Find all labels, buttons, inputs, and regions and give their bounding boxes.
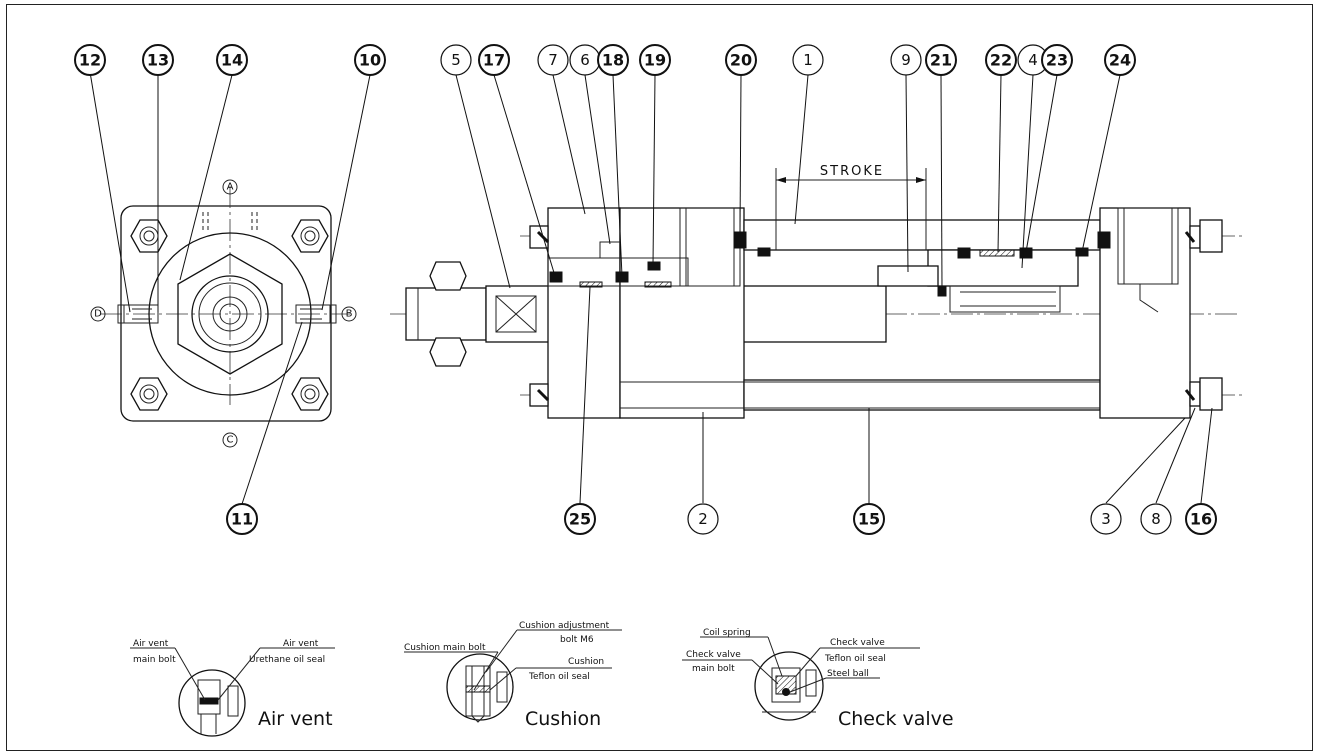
coil-spring-label: Coil spring: [703, 628, 751, 638]
svg-text:1: 1: [803, 51, 813, 69]
svg-text:6: 6: [580, 51, 590, 69]
svg-text:B: B: [346, 309, 353, 320]
svg-text:15: 15: [858, 510, 880, 529]
balloon-10: 10: [354, 44, 386, 76]
tie-rod-nut-tr: [291, 219, 329, 253]
leaders: [89, 71, 1213, 505]
svg-text:20: 20: [730, 51, 752, 70]
svg-text:3: 3: [1101, 510, 1111, 528]
balloon-21: 21: [925, 44, 957, 76]
svg-text:7: 7: [548, 51, 558, 69]
head-cover: [547, 207, 621, 419]
check-valve-title: Check valve: [838, 708, 954, 730]
svg-text:4: 4: [1028, 51, 1038, 69]
balloon-9: 9: [890, 44, 922, 76]
balloon-11: 11: [226, 503, 258, 535]
port-label-b: B: [341, 306, 357, 322]
svg-text:2: 2: [698, 510, 708, 528]
rod-end-fitting: [405, 287, 487, 341]
end-view: A B C D: [90, 179, 357, 448]
port-label-a: A: [222, 179, 238, 195]
cylinder-tube: [743, 219, 1101, 251]
svg-text:8: 8: [1151, 510, 1161, 528]
svg-text:11: 11: [231, 510, 253, 529]
svg-text:9: 9: [901, 51, 911, 69]
balloon-12: 12: [74, 44, 106, 76]
tie-rod-nut-bl: [130, 377, 168, 411]
drawing-frame: [6, 4, 1313, 751]
balloon-19: 19: [639, 44, 671, 76]
check-valve-main-label-2: main bolt: [692, 664, 735, 674]
balloon-5: 5: [440, 44, 472, 76]
piston: [927, 249, 1079, 287]
balloon-8: 8: [1140, 503, 1172, 535]
svg-text:D: D: [94, 309, 102, 320]
side-valve-right: [295, 304, 337, 324]
cushion-adjust-label-2: bolt M6: [560, 635, 594, 645]
balloon-16: 16: [1185, 503, 1217, 535]
balloon-14: 14: [216, 44, 248, 76]
detail-air-vent: Air vent main bolt Air vent Urethane oil…: [130, 639, 335, 737]
balloon-23: 23: [1041, 44, 1073, 76]
balloon-6: 6: [569, 44, 601, 76]
detail-check-valve: Coil spring Check valve main bolt Check …: [682, 628, 954, 730]
air-vent-label-right-1: Air vent: [283, 639, 319, 649]
tie-rod-nut-br: [291, 377, 329, 411]
balloon-25: 25: [564, 503, 596, 535]
balloon-15: 15: [853, 503, 885, 535]
balloon-2: 2: [687, 503, 719, 535]
svg-text:16: 16: [1190, 510, 1212, 529]
balloon-17: 17: [478, 44, 510, 76]
air-vent-label-right-2: Urethane oil seal: [249, 655, 325, 665]
check-valve-main-label-1: Check valve: [686, 650, 741, 660]
stroke-label: STROKE: [820, 164, 884, 179]
cushion-main-bolt-label: Cushion main bolt: [404, 643, 486, 653]
svg-text:22: 22: [990, 51, 1012, 70]
balloon-24: 24: [1104, 44, 1136, 76]
steel-ball-label: Steel ball: [827, 669, 869, 679]
svg-text:21: 21: [930, 51, 952, 70]
svg-text:19: 19: [644, 51, 666, 70]
air-vent-label-left-1: Air vent: [133, 639, 169, 649]
port-label-c: C: [222, 432, 238, 448]
port-label-d: D: [90, 306, 106, 322]
cushion-seal-label-1: Cushion: [568, 657, 604, 667]
svg-text:23: 23: [1046, 51, 1068, 70]
balloon-1: 1: [792, 44, 824, 76]
balloon-22: 22: [985, 44, 1017, 76]
balloon-7: 7: [537, 44, 569, 76]
svg-text:13: 13: [147, 51, 169, 70]
svg-text:5: 5: [451, 51, 461, 69]
svg-text:12: 12: [79, 51, 101, 70]
tie-rod-nut-tl: [130, 219, 168, 253]
cushion-title: Cushion: [525, 708, 601, 730]
svg-text:25: 25: [569, 510, 591, 529]
side-valve-left: [117, 304, 159, 324]
air-vent-title: Air vent: [258, 708, 333, 730]
svg-text:10: 10: [359, 51, 381, 70]
svg-text:C: C: [227, 435, 234, 446]
air-vent-label-left-2: main bolt: [133, 655, 176, 665]
cushion-seal-label-2: Teflon oil seal: [528, 672, 590, 682]
detail-cushion: Cushion main bolt Cushion adjustment bol…: [404, 621, 622, 730]
svg-text:A: A: [227, 182, 234, 193]
balloon-18: 18: [597, 44, 629, 76]
side-section-view: STROKE: [390, 164, 1245, 419]
svg-text:18: 18: [602, 51, 624, 70]
balloon-20: 20: [725, 44, 757, 76]
svg-text:14: 14: [221, 51, 243, 70]
balloon-13: 13: [142, 44, 174, 76]
balloon-3: 3: [1090, 503, 1122, 535]
svg-text:24: 24: [1109, 51, 1131, 70]
cushion-adjust-label-1: Cushion adjustment: [519, 621, 610, 631]
svg-text:17: 17: [483, 51, 505, 70]
rod-cover: [1099, 207, 1191, 419]
check-valve-seal-label-2: Teflon oil seal: [824, 654, 886, 664]
check-valve-seal-label-1: Check valve: [830, 638, 885, 648]
